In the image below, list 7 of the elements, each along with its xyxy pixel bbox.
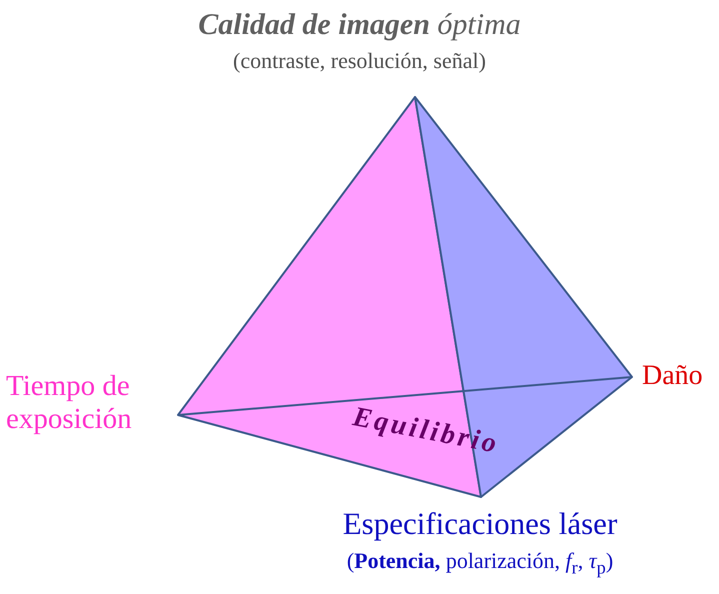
title-text: Calidad de imagen óptima (197, 8, 522, 42)
vertex-label: Tiempo de exposición (6, 370, 133, 437)
vertex-label: Especificaciones láser (342, 506, 618, 542)
vertex-detail-text: (Potencia, polarización, f$_{r}$, τ$_{p}$) (346, 548, 614, 578)
vertex-label: Daño (642, 360, 704, 392)
subtitle-text: (contraste, resolución, señal) (232, 48, 487, 74)
face-label: Equilibrio (349, 400, 503, 462)
